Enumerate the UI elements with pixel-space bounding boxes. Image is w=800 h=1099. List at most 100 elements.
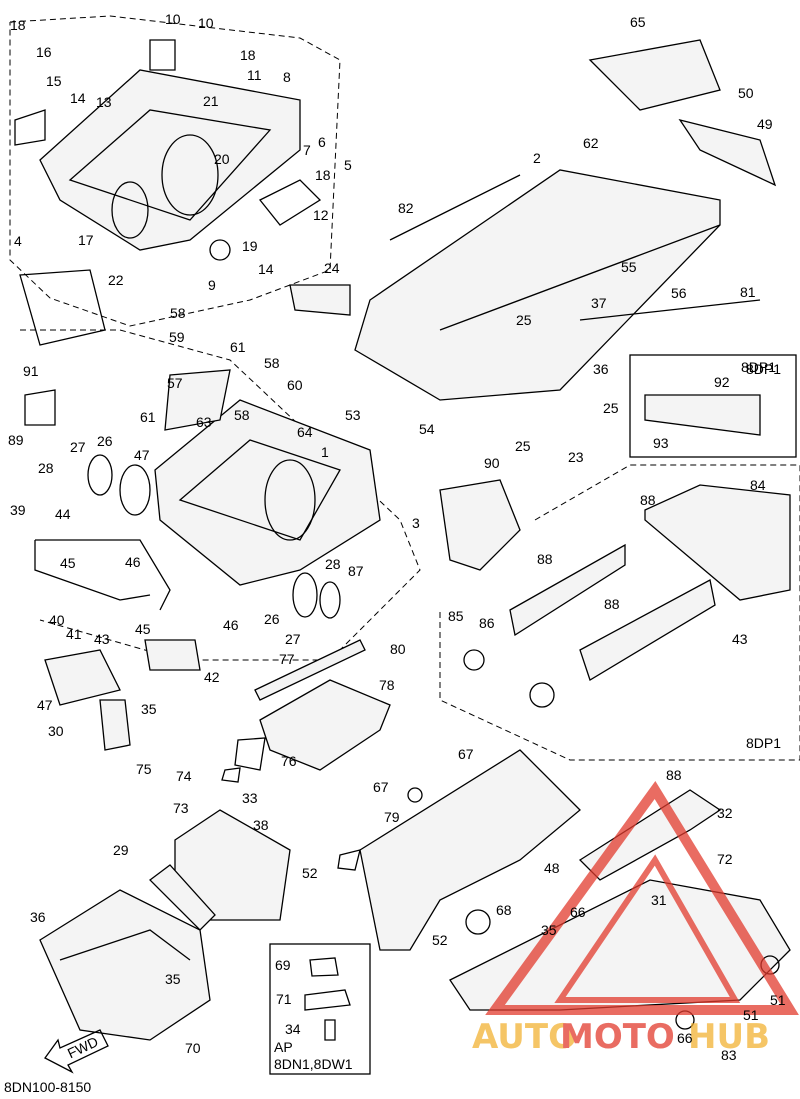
callout-12: 12 xyxy=(313,207,329,223)
callout-92: 92 xyxy=(714,374,730,390)
callout-59: 59 xyxy=(169,329,185,345)
callout-28: 28 xyxy=(38,460,54,476)
tunnel-frame xyxy=(289,39,777,401)
callout-42: 42 xyxy=(204,669,220,685)
callout-37: 37 xyxy=(591,295,607,311)
lower-panels xyxy=(359,749,791,1030)
callout-26: 26 xyxy=(97,433,113,449)
callout-38: 38 xyxy=(253,817,269,833)
callout-27: 27 xyxy=(285,631,301,647)
callout-72: 72 xyxy=(717,851,733,867)
callout-78: 78 xyxy=(379,677,395,693)
callout-3: 3 xyxy=(412,515,420,531)
callout-61: 61 xyxy=(140,409,156,425)
callout-43: 43 xyxy=(94,631,110,647)
callout-66: 66 xyxy=(570,904,586,920)
callout-34: 34 xyxy=(285,1021,301,1037)
callout-51: 51 xyxy=(770,992,786,1008)
callout-26: 26 xyxy=(264,611,280,627)
callout-56: 56 xyxy=(671,285,687,301)
callout-8: 8 xyxy=(283,69,291,85)
callout-71: 71 xyxy=(276,991,292,1007)
callout-32: 32 xyxy=(717,805,733,821)
callout-8DP1: 8DP1 xyxy=(741,359,776,375)
callout-60: 60 xyxy=(287,377,303,393)
callout-58: 58 xyxy=(264,355,280,371)
box-8dp1-top-label: 8DP1 xyxy=(746,361,781,377)
callout-13: 13 xyxy=(96,94,112,110)
diagram-code: 8DN100-8150 xyxy=(4,1079,91,1095)
callout-88: 88 xyxy=(604,596,620,612)
front-lower-parts xyxy=(39,809,361,1041)
callout-85: 85 xyxy=(448,608,464,624)
callout-66: 66 xyxy=(677,1030,693,1046)
ap-box-parts xyxy=(304,957,351,1041)
callout-33: 33 xyxy=(242,790,258,806)
callout-18: 18 xyxy=(315,167,331,183)
callout-79: 79 xyxy=(384,809,400,825)
box-8dp1-top xyxy=(629,354,797,458)
callout-89: 89 xyxy=(8,432,24,448)
callout-82: 82 xyxy=(398,200,414,216)
callout-40: 40 xyxy=(49,612,65,628)
callout-23: 23 xyxy=(568,449,584,465)
callout-10: 10 xyxy=(165,11,181,27)
callout-44: 44 xyxy=(55,506,71,522)
callout-73: 73 xyxy=(173,800,189,816)
callout-90: 90 xyxy=(484,455,500,471)
callout-1: 1 xyxy=(321,444,329,460)
callout-47: 47 xyxy=(37,697,53,713)
callout-25: 25 xyxy=(515,438,531,454)
callout-29: 29 xyxy=(113,842,129,858)
callout-49: 49 xyxy=(757,116,773,132)
callout-86: 86 xyxy=(479,615,495,631)
callout-22: 22 xyxy=(108,272,124,288)
callout-47: 47 xyxy=(134,447,150,463)
callout-58: 58 xyxy=(234,407,250,423)
upper-frame-assembly xyxy=(14,39,322,346)
callout-5: 5 xyxy=(344,157,352,173)
callout-24: 24 xyxy=(324,260,340,276)
ap-box-line2: 8DN1,8DW1 xyxy=(274,1056,353,1072)
callout-18: 18 xyxy=(240,47,256,63)
callout-63: 63 xyxy=(196,414,212,430)
callout-55: 55 xyxy=(621,259,637,275)
callout-21: 21 xyxy=(203,93,219,109)
callout-36: 36 xyxy=(593,361,609,377)
callout-39: 39 xyxy=(10,502,26,518)
callout-14: 14 xyxy=(70,90,86,106)
group-outline-frame xyxy=(20,329,421,661)
callout-7: 7 xyxy=(303,142,311,158)
callout-35: 35 xyxy=(165,971,181,987)
fwd-arrow: FWD xyxy=(44,1029,109,1074)
callout-10: 10 xyxy=(198,15,214,31)
fwd-label: FWD xyxy=(65,1033,101,1061)
callout-35: 35 xyxy=(541,922,557,938)
callout-77: 77 xyxy=(279,651,295,667)
ap-box-line1: AP xyxy=(274,1039,293,1055)
callout-45: 45 xyxy=(60,555,76,571)
callout-31: 31 xyxy=(651,892,667,908)
callout-35: 35 xyxy=(141,701,157,717)
callout-70: 70 xyxy=(185,1040,201,1056)
callout-16: 16 xyxy=(36,44,52,60)
callout-48: 48 xyxy=(544,860,560,876)
watermark-moto: MOTO xyxy=(560,1017,675,1057)
callout-91: 91 xyxy=(23,363,39,379)
callout-88: 88 xyxy=(666,767,682,783)
callout-57: 57 xyxy=(167,375,183,391)
callout-87: 87 xyxy=(348,563,364,579)
callout-83: 83 xyxy=(721,1047,737,1063)
callout-25: 25 xyxy=(516,312,532,328)
callout-46: 46 xyxy=(223,617,239,633)
callout-62: 62 xyxy=(583,135,599,151)
callout-43: 43 xyxy=(732,631,748,647)
callout-67: 67 xyxy=(458,746,474,762)
middle-frame xyxy=(24,369,521,619)
box-8dp1-bottom-label: 8DP1 xyxy=(746,735,781,751)
watermark: AUTO MOTO HUB xyxy=(472,781,799,1057)
callout-51: 51 xyxy=(743,1007,759,1023)
callout-2: 2 xyxy=(533,150,541,166)
callout-36: 36 xyxy=(30,909,46,925)
